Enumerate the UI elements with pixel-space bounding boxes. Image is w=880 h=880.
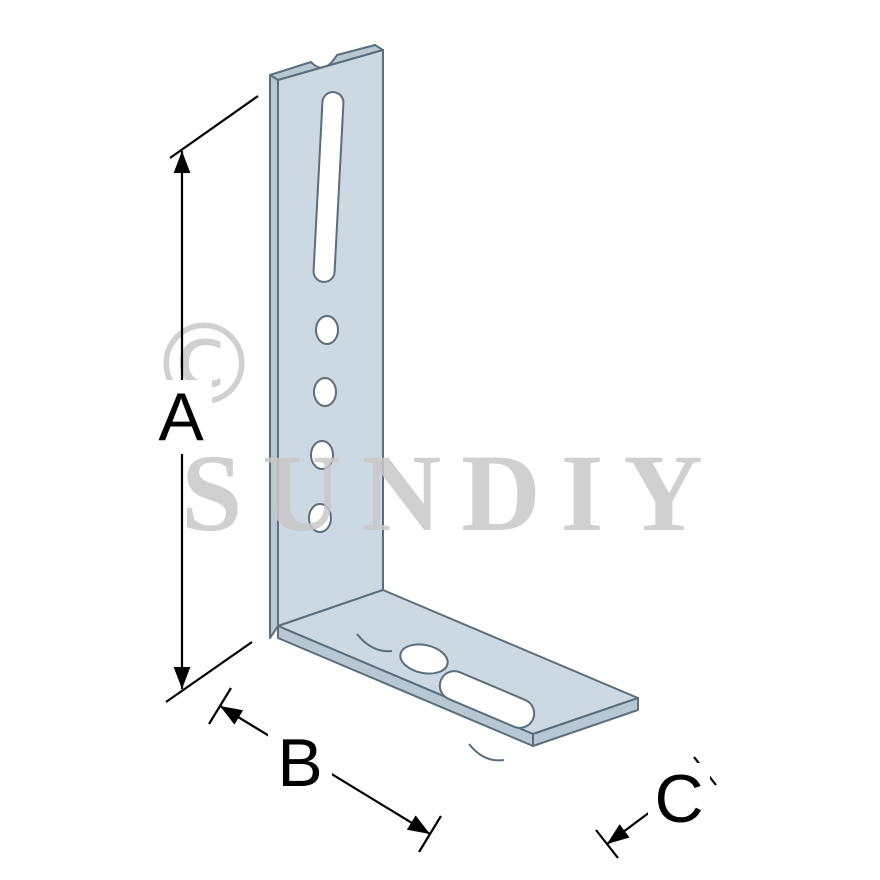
bracket (269, 44, 639, 762)
horizontal-arm-end-edge (532, 697, 639, 747)
dim-a-extension-bottom (165, 641, 253, 703)
dimension-label-a: A (158, 379, 204, 455)
bend-relief-arc (356, 633, 393, 653)
bend-relief-arc (468, 743, 505, 762)
base-slot (438, 670, 536, 729)
hole (313, 377, 337, 407)
hole (308, 503, 332, 533)
base-hole (399, 643, 449, 675)
label-c-bg (648, 763, 710, 837)
label-b-bg (268, 726, 332, 800)
dimension-label-b: B (277, 725, 322, 801)
label-a-bg (150, 380, 212, 454)
dimension-labels: A B C (150, 379, 710, 837)
dim-a-extension-top (169, 95, 259, 159)
hole (315, 315, 339, 345)
hole (310, 440, 334, 470)
vertical-slot (312, 91, 345, 283)
watermark-brand-text: SUNDIY (181, 432, 723, 554)
dimension-label-c: C (654, 761, 703, 837)
watermark: © SUNDIY (148, 301, 723, 554)
